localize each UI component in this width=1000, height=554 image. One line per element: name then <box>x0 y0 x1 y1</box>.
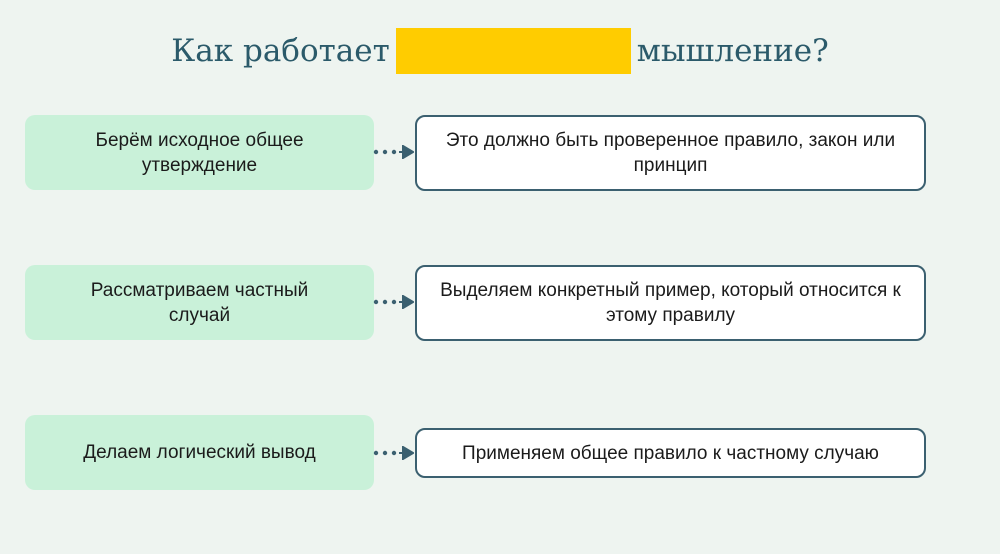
detail-box: Выделяем конкретный пример, который отно… <box>415 265 926 341</box>
detail-box: Это должно быть проверенное правило, зак… <box>415 115 926 191</box>
title-before: Как работает <box>171 33 390 69</box>
arrow-icon <box>373 145 414 159</box>
redacted-highlight <box>395 28 631 74</box>
arrow-icon <box>373 446 414 460</box>
step-box: Рассматриваем частный случай <box>25 265 374 340</box>
title-after: мышление? <box>636 33 829 69</box>
page-title: Как работает мышление? <box>0 28 1000 74</box>
detail-box: Применяем общее правило к частному случа… <box>415 428 926 478</box>
step-box: Берём исходное общее утверждение <box>25 115 374 190</box>
step-box: Делаем логический вывод <box>25 415 374 490</box>
arrow-icon <box>373 295 414 309</box>
